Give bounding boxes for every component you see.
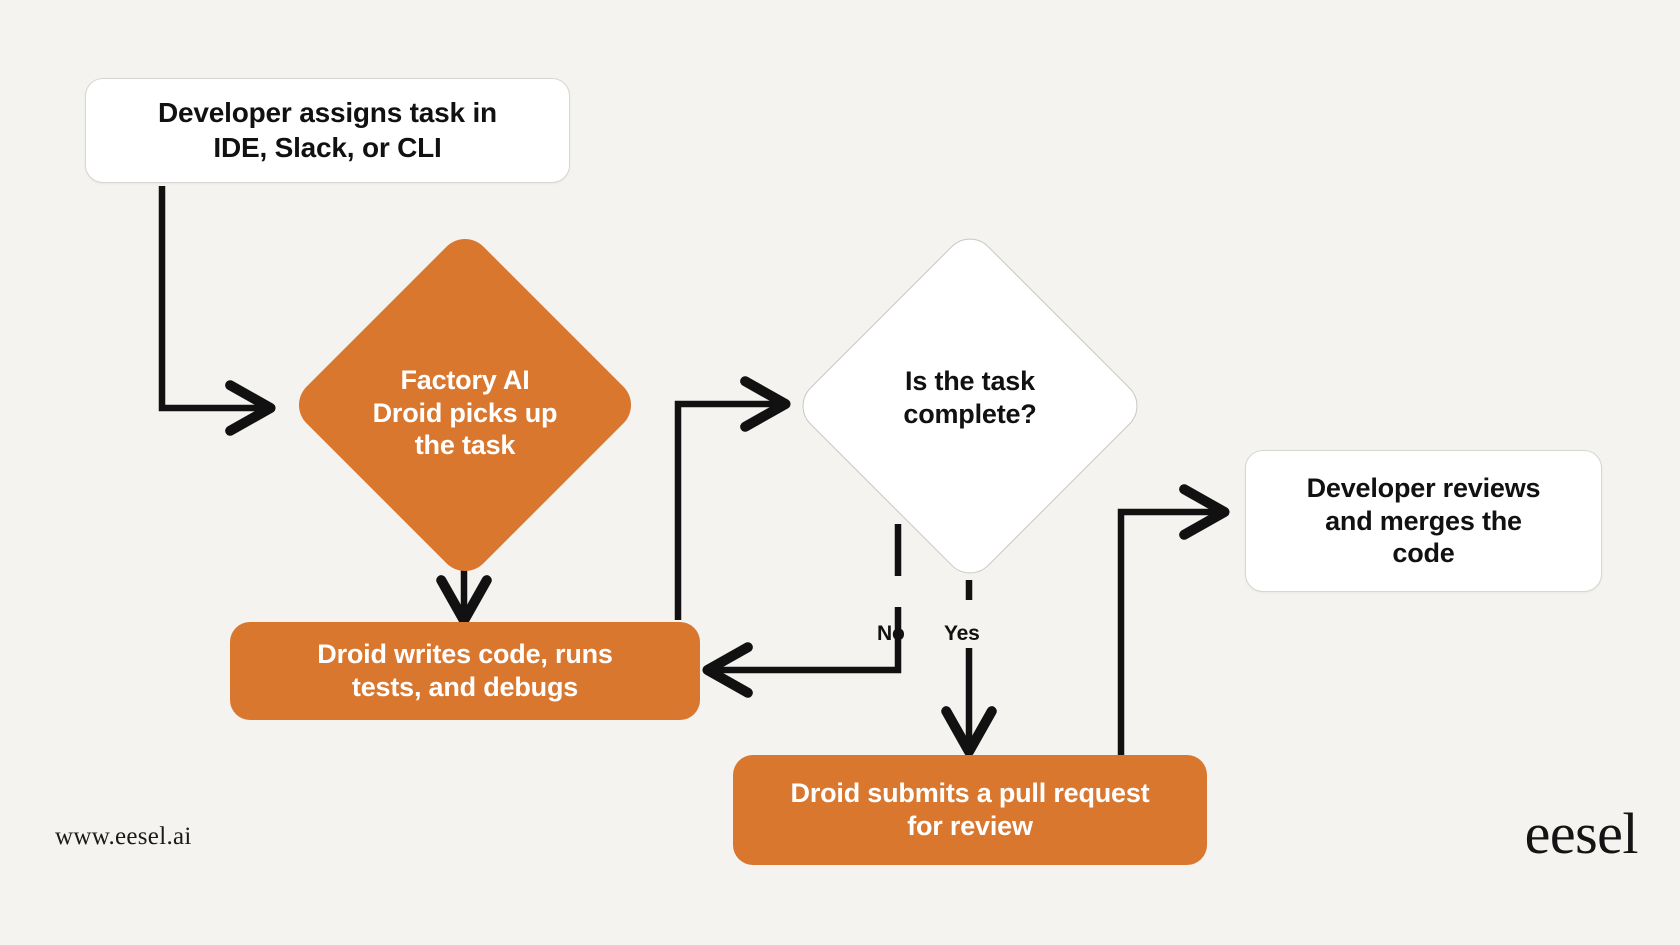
node-droid-submits-pull-request[interactable]: Droid submits a pull request for review (733, 755, 1207, 865)
node-label-review: Developer reviews and merges the code (1306, 472, 1541, 569)
node-developer-reviews-merges[interactable]: Developer reviews and merges the code (1245, 450, 1602, 592)
node-label-complete: Is the task complete? (903, 366, 1037, 429)
footer-logo-eesel: eesel (1524, 801, 1639, 866)
edge-label-yes: Yes (944, 622, 980, 645)
node-factory-ai-droid-picks-up-task[interactable]: Factory AI Droid picks up the task (288, 228, 642, 582)
node-label-assign: Developer assigns task in IDE, Slack, or… (158, 97, 497, 163)
node-developer-assigns-task[interactable]: Developer assigns task in IDE, Slack, or… (85, 78, 570, 183)
node-label-writes: Droid writes code, runs tests, and debug… (317, 639, 613, 702)
edge-pullrequest-to-review (1117, 484, 1230, 758)
node-is-task-complete[interactable]: Is the task complete? (791, 227, 1149, 585)
node-droid-writes-code[interactable]: Droid writes code, runs tests, and debug… (230, 622, 700, 720)
edge-writes-to-complete (674, 376, 791, 620)
edge-assign-to-pickup (158, 186, 276, 436)
node-label-pullrequest: Droid submits a pull request for review (790, 778, 1150, 841)
edge-no-return (702, 607, 902, 698)
node-label-pickup: Factory AI Droid picks up the task (372, 364, 558, 461)
edge-label-no: No (877, 622, 905, 645)
footer-website-url: www.eesel.ai (55, 823, 192, 850)
